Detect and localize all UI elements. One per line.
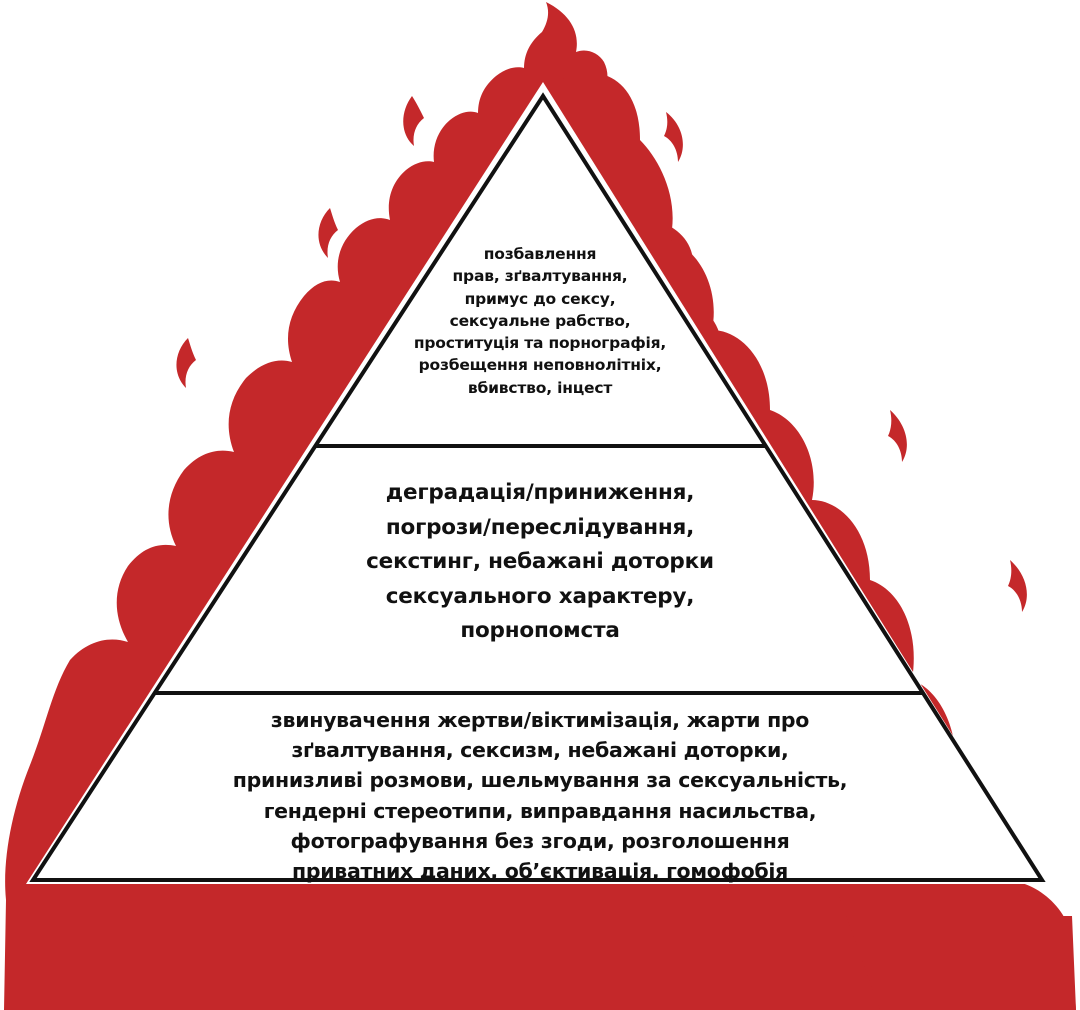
tier-top-line: проституція та порнографія, [413, 334, 667, 353]
flame-wisp [403, 96, 424, 146]
tier-bottom-line: звинувачення жертви/віктимізація, жарти … [270, 708, 810, 732]
flame-wisp [176, 338, 196, 388]
flame-wisp [664, 112, 683, 162]
tier-top-line: сексуальне рабство, [449, 311, 631, 330]
tier-middle-line: сексуального характеру, [385, 583, 695, 609]
tier-top-line: позбавлення [483, 245, 597, 263]
tier-middle-line: секстинг, небажані доторки [366, 549, 714, 574]
tier-top-line: прав, зґвалтування, [452, 267, 628, 286]
flame-wisp [888, 410, 907, 462]
flame-wisp [1008, 560, 1027, 612]
tier-bottom-line: зґвалтування, сексизм, небажані доторки, [291, 738, 789, 763]
pyramid-triangle [29, 92, 1046, 882]
tier-top-text: позбавлення прав, зґвалтування, примус до … [330, 243, 750, 399]
tier-bottom-line: гендерні стереотипи, виправдання насильс… [263, 798, 817, 823]
tier-bottom-line: принизливі розмови, шельмування за сексу… [232, 768, 848, 793]
flame-wisp [318, 208, 338, 258]
tier-top-line: вбивство, інцест [467, 378, 613, 397]
tier-bottom-line: приватних даних, об’єктивація, гомофобія [291, 859, 789, 884]
tier-middle-text: деградація/приниження, погрози/переслідув… [250, 476, 830, 649]
tier-middle-line: погрози/переслідування, [385, 514, 695, 540]
tier-bottom-line: фотографування без згоди, розголошення [290, 828, 790, 853]
tier-middle-line: деградація/приниження, [385, 480, 695, 505]
tier-top-line: примус до сексу, [464, 289, 616, 308]
tier-top-line: розбещення неповнолітніх, [418, 356, 662, 375]
tier-bottom-text: звинувачення жертви/віктимізація, жарти … [110, 705, 970, 886]
tier-middle-line: порнопомста [460, 618, 620, 643]
